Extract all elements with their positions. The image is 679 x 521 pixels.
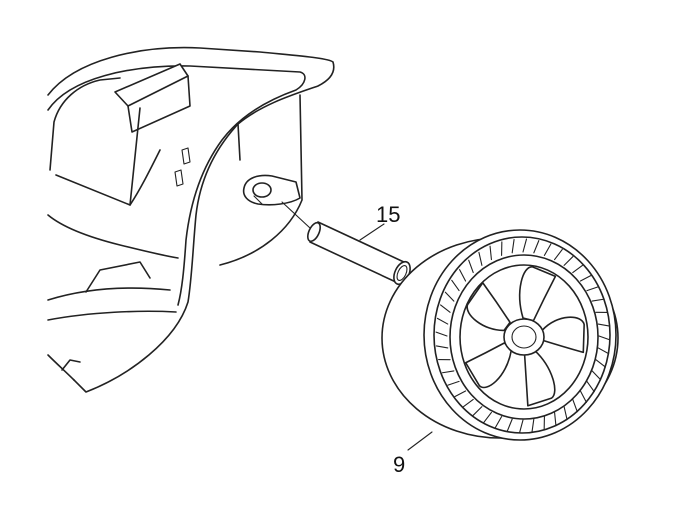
tread-block xyxy=(451,279,460,292)
tread-block xyxy=(478,251,483,266)
tread-block xyxy=(554,248,563,261)
wheel-spoke xyxy=(466,281,511,332)
wheel-spoke xyxy=(523,349,556,407)
callout-15: 15 xyxy=(359,202,400,241)
tread-block xyxy=(563,406,568,421)
wheel-spoke xyxy=(541,316,585,354)
tread-block xyxy=(506,418,513,432)
tread-block xyxy=(543,243,552,256)
tread-block xyxy=(440,304,451,313)
tread-block xyxy=(597,323,611,327)
tread-block xyxy=(483,411,492,424)
tread-block xyxy=(533,240,540,254)
tread-block xyxy=(494,416,503,429)
tread-block xyxy=(598,335,611,341)
tire-tread xyxy=(435,238,611,434)
tread-block xyxy=(435,331,448,337)
tread-block xyxy=(441,370,455,374)
tread-block xyxy=(522,238,528,253)
wheel-spoke xyxy=(518,265,557,322)
tread-block xyxy=(572,264,584,274)
tread-block xyxy=(454,390,467,398)
tread-block xyxy=(435,345,449,349)
tread-block xyxy=(586,380,595,393)
tread-block xyxy=(459,269,467,282)
tread-block xyxy=(563,256,574,266)
tread-block xyxy=(591,298,605,302)
mower-housing xyxy=(47,46,335,393)
callout-9-leader xyxy=(407,431,433,451)
wheel-spoke xyxy=(464,342,513,389)
tread-block xyxy=(554,411,557,427)
tread-block xyxy=(468,259,474,274)
tread-block xyxy=(472,406,483,416)
tread-block xyxy=(531,418,535,434)
tread-block xyxy=(595,359,606,368)
wheel-spokes xyxy=(464,265,585,407)
tread-block xyxy=(572,398,578,413)
tread-block xyxy=(518,419,524,434)
callout-15-label: 15 xyxy=(376,202,400,227)
tread-block xyxy=(511,238,515,254)
tread-block xyxy=(597,347,610,355)
wheel xyxy=(381,229,619,441)
callout-9: 9 xyxy=(393,431,433,477)
tread-block xyxy=(586,286,599,292)
callout-9-label: 9 xyxy=(393,452,405,477)
tread-block xyxy=(436,317,449,325)
tread-block xyxy=(591,370,602,381)
tread-block xyxy=(579,274,592,282)
tread-block xyxy=(579,390,587,403)
callout-15-leader xyxy=(359,223,385,241)
tread-block xyxy=(489,245,492,261)
tread-block xyxy=(444,291,455,302)
tread-block xyxy=(447,380,460,386)
tread-block xyxy=(462,398,474,408)
axle-pin xyxy=(281,201,411,286)
